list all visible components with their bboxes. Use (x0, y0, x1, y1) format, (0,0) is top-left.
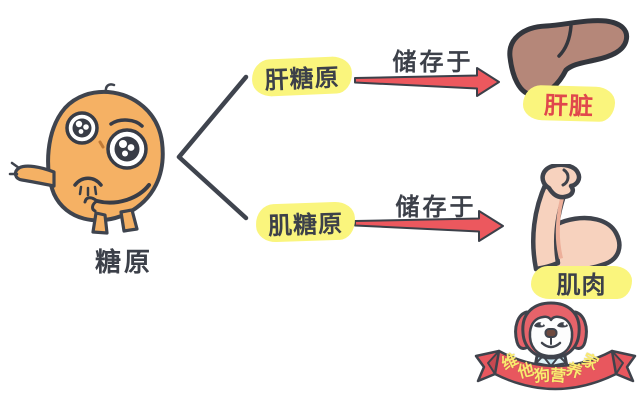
branch-liver-glycogen-label: 肝糖原 (264, 63, 341, 95)
eye-highlight (540, 322, 544, 326)
eye-sparkle (122, 150, 128, 157)
organ-label-liver: 肝脏 (522, 84, 616, 123)
branch-liver-glycogen-pill: 肝糖原 (251, 55, 353, 98)
liver-crease (557, 24, 573, 58)
right-arm (95, 183, 151, 205)
storage-label-top: 储存于 (392, 48, 474, 76)
eye-highlight (563, 322, 567, 326)
left-eye-pupil (72, 118, 92, 138)
branch-muscle-glycogen-label: 肌糖原 (267, 209, 344, 240)
left-leg (91, 211, 109, 235)
fist-shape (540, 164, 582, 200)
dog-nose (544, 328, 558, 338)
right-leg (119, 208, 139, 233)
right-hand-fingers (83, 196, 99, 213)
left-arm (13, 164, 56, 188)
mascot-dog-icon (474, 301, 637, 391)
organ-label-muscle: 肌肉 (531, 266, 632, 299)
branch-lines (176, 74, 249, 221)
root-label: 糖原 (94, 248, 153, 278)
banner-band (493, 349, 618, 391)
liver-label-text: 肝脏 (543, 91, 595, 121)
collar-flap-right (550, 355, 567, 367)
worried-mouth (73, 176, 103, 187)
eye-sparkle (83, 124, 89, 130)
glycogen-character-icon (8, 83, 165, 235)
liver-shape (507, 18, 630, 98)
left-hand-fingers (8, 161, 21, 176)
muscle-label-text: 肌肉 (556, 271, 607, 299)
eye-sparkle (78, 129, 84, 134)
eye-sparkle (75, 120, 83, 128)
fist-thumb-line (561, 168, 570, 187)
mouth-lines (78, 185, 98, 197)
branch-muscle-glycogen-pill: 肌糖原 (255, 201, 356, 243)
right-eye-pupil (114, 136, 140, 162)
eyebrow (109, 118, 144, 128)
face-mark (98, 140, 105, 149)
forearm-shade (555, 194, 565, 259)
eye-sparkle (119, 140, 127, 148)
dog-smile (540, 341, 562, 349)
storage-label-bottom: 储存于 (395, 193, 477, 221)
eye-sparkle (127, 144, 135, 151)
